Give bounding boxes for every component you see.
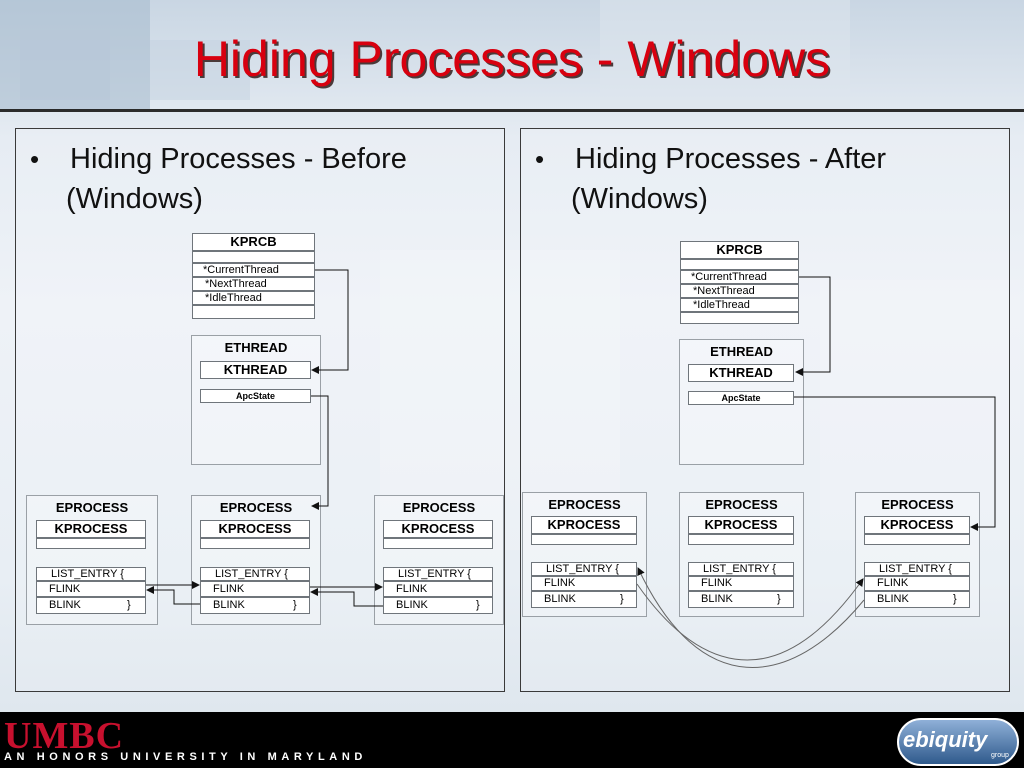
list-entry-cell: LIST_ENTRY { [688, 562, 794, 576]
kprcb-next-thread: *NextThread [192, 277, 315, 291]
brace: } [777, 593, 781, 605]
kprocess-cell: KPROCESS [864, 516, 970, 534]
kprcb-idle-thread: *IdleThread [192, 291, 315, 305]
apcstate-cell: ApcState [200, 389, 311, 403]
list-entry-cell: LIST_ENTRY { [383, 567, 493, 581]
eprocess-header: EPROCESS [548, 497, 621, 512]
slide-title: Hiding Processes - Windows [193, 31, 831, 87]
kprcb-row-blank [192, 251, 315, 263]
list-entry-cell: LIST_ENTRY { [531, 562, 637, 576]
list-entry-cell: LIST_ENTRY { [200, 567, 310, 581]
flink-cell: FLINK [864, 576, 970, 591]
list-entry-cell: LIST_ENTRY { [864, 562, 970, 576]
footer-bar [0, 712, 1024, 768]
kprocess-row-blank [531, 534, 637, 545]
kprocess-row-blank [383, 538, 493, 549]
blink-cell: BLINK} [688, 591, 794, 608]
brace: } [620, 593, 624, 605]
blink-label: BLINK [877, 593, 909, 605]
kprocess-row-blank [864, 534, 970, 545]
eprocess-header: EPROCESS [881, 497, 954, 512]
blink-cell: BLINK} [36, 597, 146, 614]
ebiquity-logo [897, 718, 1019, 766]
kprcb-current-thread: *CurrentThread [680, 270, 799, 284]
kprcb-idle-thread: *IdleThread [680, 298, 799, 312]
bullet-dot: • [535, 144, 545, 174]
bullet-after-line1: Hiding Processes - After [575, 143, 887, 175]
brace: } [293, 599, 297, 611]
kprocess-cell: KPROCESS [531, 516, 637, 534]
flink-cell: FLINK [200, 581, 310, 597]
kprocess-row-blank [36, 538, 146, 549]
blink-cell: BLINK} [383, 597, 493, 614]
kprcb-header: KPRCB [680, 241, 799, 259]
blink-label: BLINK [701, 593, 733, 605]
blink-label: BLINK [544, 593, 576, 605]
kprcb-next-thread: *NextThread [680, 284, 799, 298]
flink-cell: FLINK [383, 581, 493, 597]
kprcb-row-blank [680, 259, 799, 270]
blink-label: BLINK [396, 599, 428, 611]
blink-label: BLINK [49, 599, 81, 611]
kprocess-row-blank [200, 538, 310, 549]
bullet-before-line2: (Windows) [66, 183, 203, 215]
flink-cell: FLINK [36, 581, 146, 597]
bullet-after-line2: (Windows) [571, 183, 708, 215]
brace: } [953, 593, 957, 605]
kprocess-row-blank [688, 534, 794, 545]
blink-label: BLINK [213, 599, 245, 611]
kprocess-cell: KPROCESS [36, 520, 146, 538]
bullet-dot: • [30, 144, 40, 174]
list-entry-cell: LIST_ENTRY { [36, 567, 146, 581]
apcstate-cell: ApcState [688, 391, 794, 405]
kthread-cell: KTHREAD [200, 361, 311, 379]
ebiquity-logo-text: ebiquity [903, 727, 988, 752]
brace: } [127, 599, 131, 611]
bullet-before-line1: Hiding Processes - Before [70, 143, 407, 175]
title-divider [0, 109, 1024, 112]
kthread-cell: KTHREAD [688, 364, 794, 382]
flink-cell: FLINK [688, 576, 794, 591]
flink-cell: FLINK [531, 576, 637, 591]
ebiquity-logo-subtext: group [991, 752, 1009, 759]
eprocess-header: EPROCESS [55, 500, 129, 515]
eprocess-header: EPROCESS [705, 497, 778, 512]
umbc-tagline: AN HONORS UNIVERSITY IN MARYLAND [4, 751, 367, 763]
kprcb-header: KPRCB [192, 233, 315, 251]
kprocess-cell: KPROCESS [383, 520, 493, 538]
umbc-logo: UMBC [4, 715, 125, 757]
blink-cell: BLINK} [200, 597, 310, 614]
ethread-header: ETHREAD [224, 340, 288, 355]
eprocess-header: EPROCESS [219, 500, 293, 515]
blink-cell: BLINK} [531, 591, 637, 608]
ethread-header: ETHREAD [710, 344, 773, 359]
kprocess-cell: KPROCESS [688, 516, 794, 534]
kprocess-cell: KPROCESS [200, 520, 310, 538]
kprcb-row-blank [680, 312, 799, 324]
eprocess-header: EPROCESS [402, 500, 476, 515]
kprcb-current-thread: *CurrentThread [192, 263, 315, 277]
blink-cell: BLINK} [864, 591, 970, 608]
kprcb-row-blank [192, 305, 315, 319]
brace: } [476, 599, 480, 611]
